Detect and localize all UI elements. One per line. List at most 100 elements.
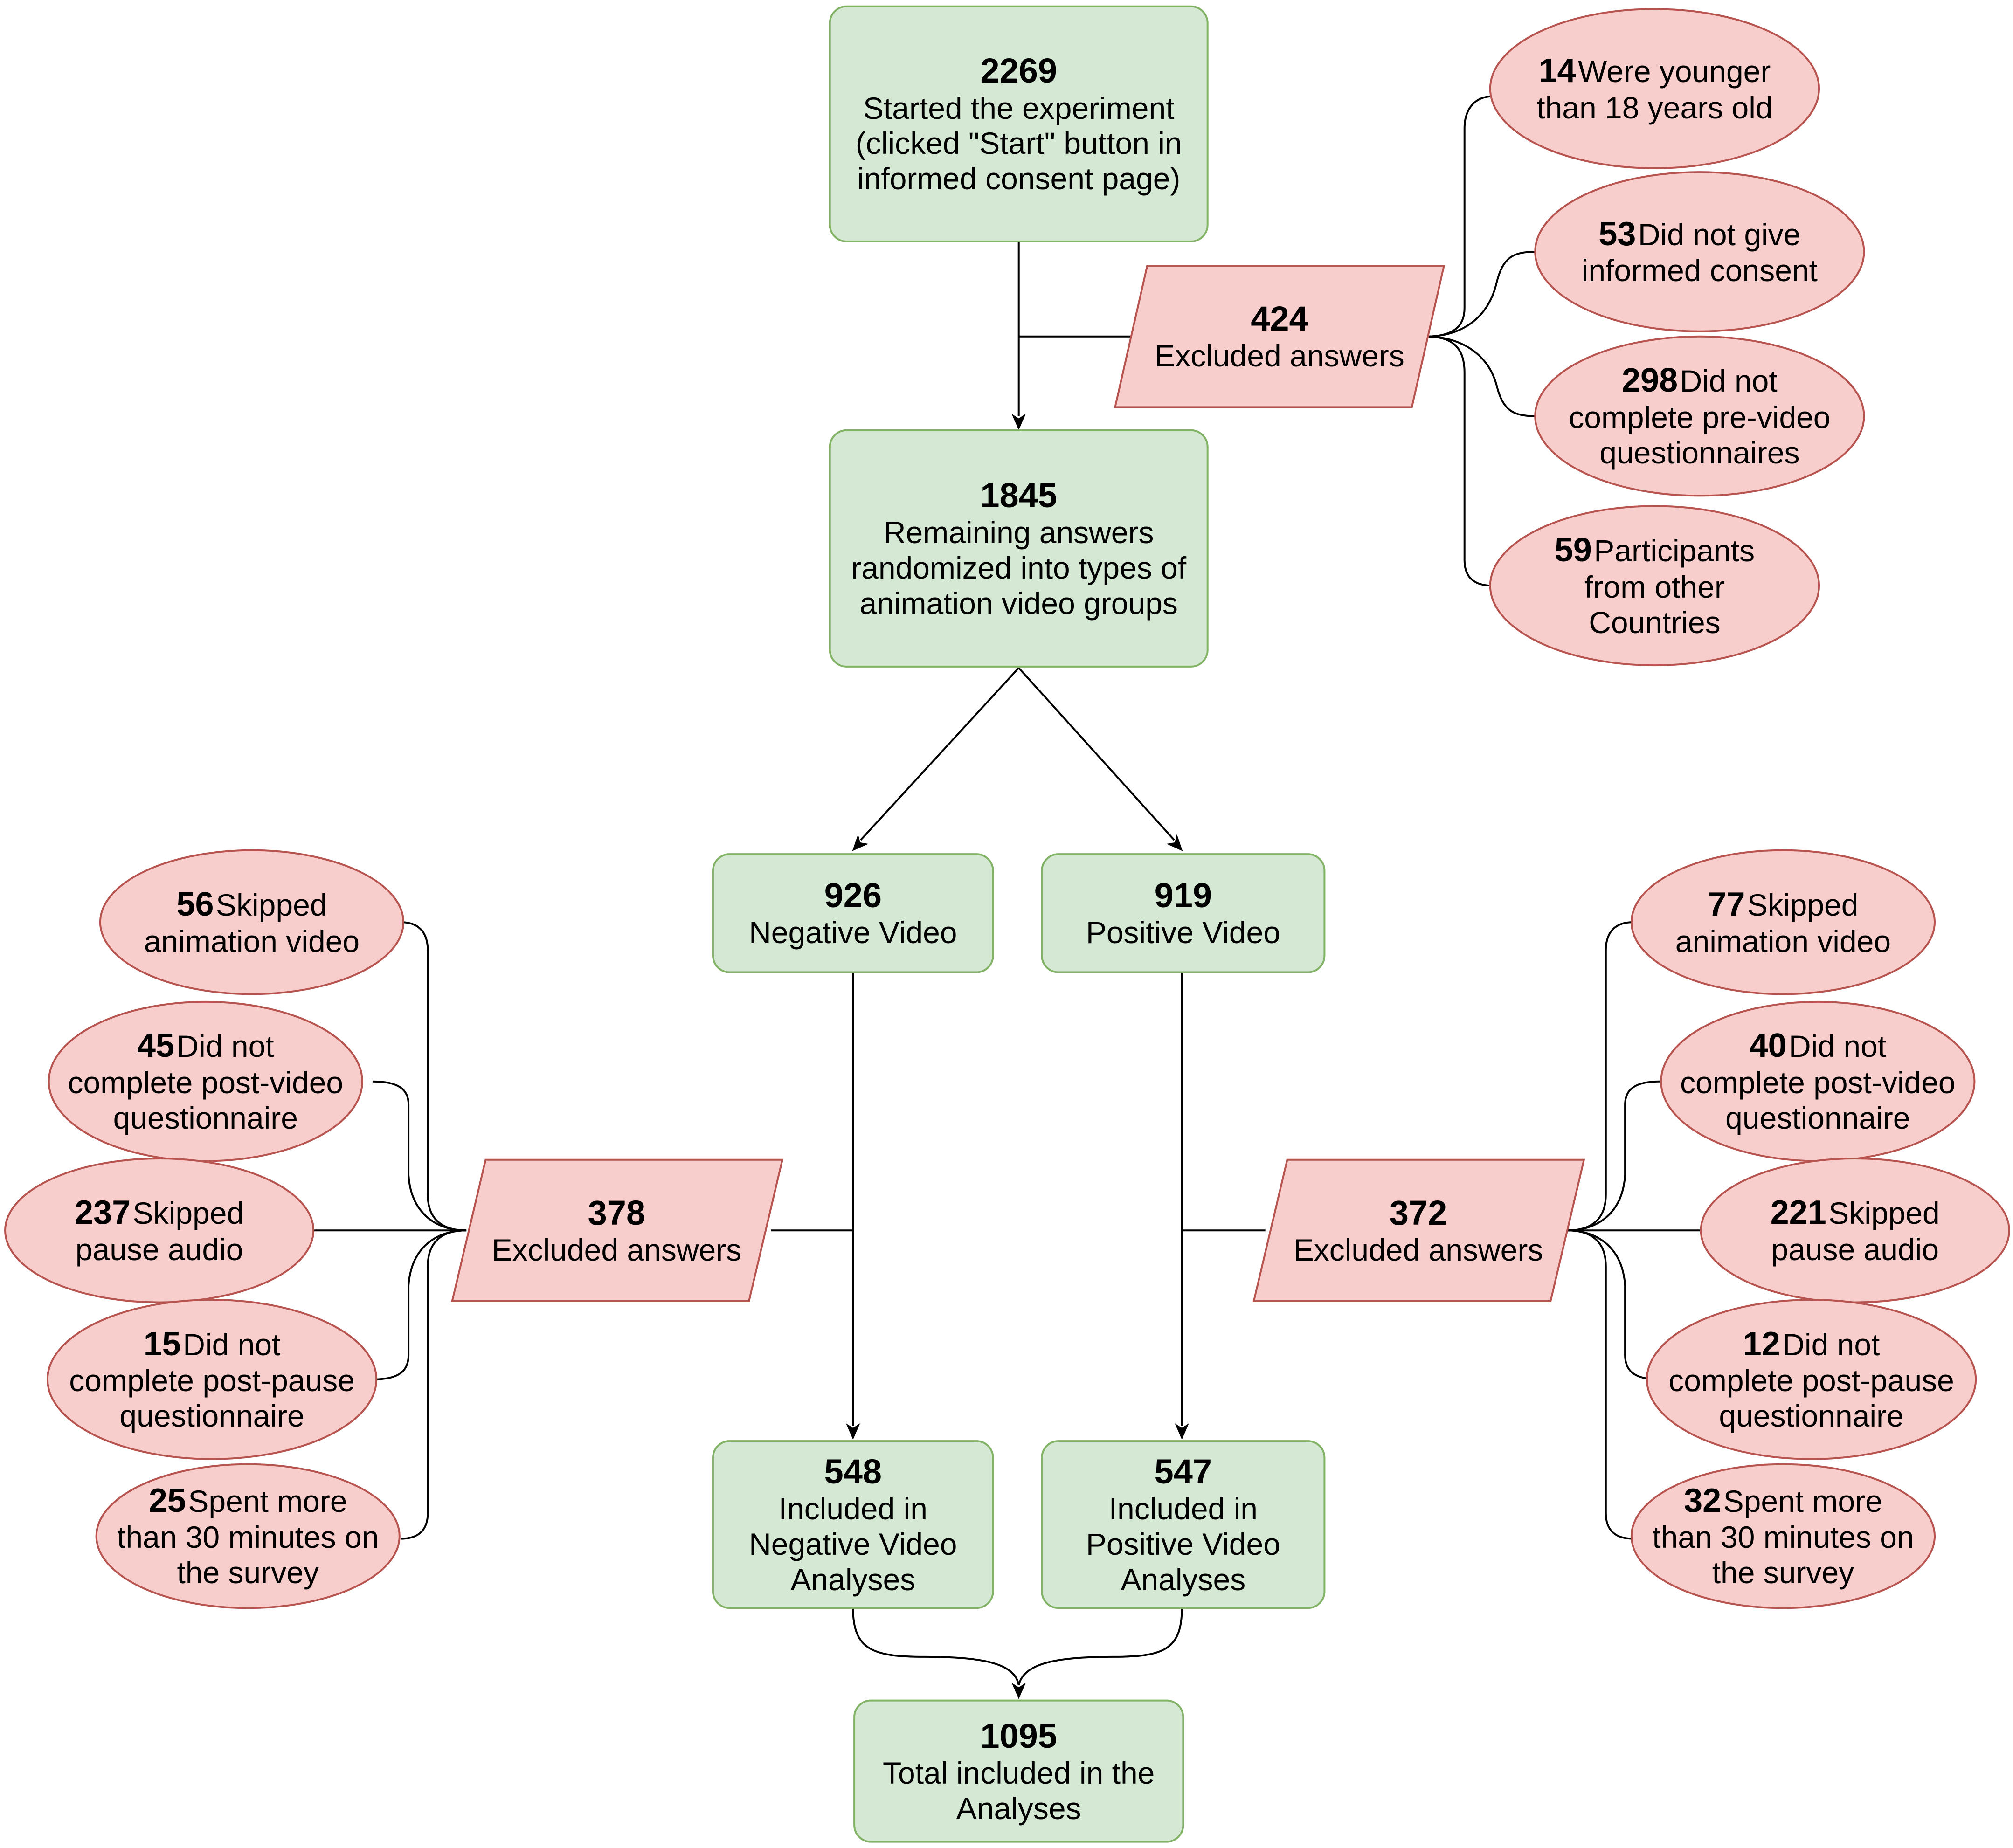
positive-excluded-shape [1252,1158,1585,1302]
top-reason-3-line-0: Did not [1680,364,1778,399]
positive-included-box [1041,1440,1326,1609]
top-reason-3-line-2: questionnaires [1599,435,1800,470]
positive-reason-4-count: 12 [1743,1325,1780,1363]
top-reason-4-first-line: 59 Participants [1555,531,1755,570]
connectors [312,95,1704,1699]
positive-excluded-label-count: 372 [1389,1193,1447,1232]
connector-positive-to-total [1017,1608,1183,1686]
top-reason-1-first-line: 14 Were younger [1538,52,1771,90]
negative-reason-5-line-0: Spent more [188,1483,347,1518]
positive-reason-5-line-2: the survey [1712,1555,1854,1590]
top-reason-3-shape [1534,335,1865,497]
negative-reason-2-count: 45 [137,1027,175,1065]
remaining-label-line-2: animation video groups [859,586,1178,621]
positive-reason-5-first-line: 32 Spent more [1684,1482,1882,1520]
brace-top-reason-2 [1425,251,1537,338]
top-reason-2-line-1: informed consent [1581,253,1818,288]
negative-reason-4-shape [46,1299,378,1460]
started-label-line-0: Started the experiment [863,90,1175,125]
arrow-to-positive [1166,834,1183,851]
negative-reason-3-count: 237 [75,1193,131,1231]
brace-pos-reason-2 [1567,1080,1660,1232]
positive-reason-4-first-line: 12 Did not [1743,1325,1880,1364]
positive-reason-3-count: 221 [1770,1193,1826,1231]
negative-box [712,853,994,973]
started-label-count: 2269 [980,51,1058,90]
started-box [829,5,1209,242]
positive-included-label-line-0: Included in [1108,1491,1258,1526]
top-reason-1-shape [1489,8,1820,169]
arrow-to-total [1011,1683,1026,1699]
arrow-to-negative [852,834,869,851]
negative-reason-5-shape [95,1463,401,1609]
brace-neg-reason-2 [372,1080,467,1232]
top-reason-4-line-0: Participants [1594,533,1755,568]
negative-reason-5-line-1: than 30 minutes on [117,1520,379,1555]
top-reason-2-count: 53 [1598,215,1636,253]
positive-reason-3-line-0: Skipped [1828,1195,1940,1230]
top-reason-3-first-line: 298 Did not [1622,361,1778,400]
positive-reason-2-count: 40 [1749,1027,1787,1065]
positive-reason-1-line-0: Skipped [1747,887,1859,922]
positive-reason-4-line-2: questionnaire [1719,1399,1904,1434]
negative-reason-2-line-1: complete post-video [68,1065,344,1100]
top-excluded-shape [1114,265,1446,408]
started-label-line-1: (clicked "Start" button in [855,126,1182,161]
positive-group-label-count: 919 [1154,876,1212,915]
negative-reason-1-line-0: Skipped [215,887,327,922]
top-reason-2-shape [1534,171,1865,332]
positive-reason-1-line-1: animation video [1675,924,1891,958]
total-box [853,1699,1184,1843]
top-reason-2-line-0: Did not give [1638,217,1801,252]
negative-included-label-count: 548 [824,1452,882,1491]
top-reason-1-line-0: Were younger [1578,54,1771,89]
top-reason-4-shape [1489,505,1820,667]
positive-reason-4-line-1: complete post-pause [1668,1363,1954,1398]
positive-reason-2-line-0: Did not [1789,1029,1887,1064]
positive-reason-2-first-line: 40 Did not [1749,1027,1886,1065]
negative-reason-1-line-1: animation video [144,924,360,958]
started-label-line-2: informed consent page) [857,161,1181,196]
negative-reason-3-line-0: Skipped [132,1195,244,1230]
negative-reason-4-line-0: Did not [183,1327,281,1362]
positive-reason-5-line-0: Spent more [1723,1483,1882,1518]
negative-reason-4-first-line: 15 Did not [144,1325,281,1364]
arrow-to-remaining [1011,414,1026,430]
positive-reason-5-count: 32 [1684,1482,1722,1519]
top-reason-4-line-2: Countries [1589,605,1721,640]
negative-reason-2-first-line: 45 Did not [137,1027,274,1065]
positive-group-label-line-0: Positive Video [1086,915,1280,950]
top-reason-1-line-1: than 18 years old [1536,90,1773,125]
connector-to-positive [1018,667,1175,841]
positive-reason-5-shape [1630,1463,1936,1609]
negative-excluded-label-count: 378 [588,1193,646,1232]
positive-reason-3-line-1: pause audio [1771,1232,1939,1267]
remaining-label-count: 1845 [980,476,1058,515]
positive-included-label-line-2: Analyses [1121,1562,1246,1597]
positive-reason-1-first-line: 77 Skipped [1708,885,1858,924]
negative-reason-4-count: 15 [143,1325,181,1363]
top-reason-3-count: 298 [1622,362,1678,400]
negative-reason-5-count: 25 [148,1482,186,1519]
positive-reason-3-first-line: 221 Skipped [1771,1193,1940,1232]
total-label-count: 1095 [980,1716,1057,1755]
negative-reason-1-shape [99,849,405,995]
top-reason-2-first-line: 53 Did not give [1598,215,1800,254]
negative-excluded-shape [451,1158,784,1302]
negative-included-box [712,1440,994,1609]
top-excluded-label-line-0: Excluded answers [1155,338,1404,373]
negative-reason-3-first-line: 237 Skipped [75,1193,244,1232]
brace-pos-reason-4 [1567,1229,1660,1380]
